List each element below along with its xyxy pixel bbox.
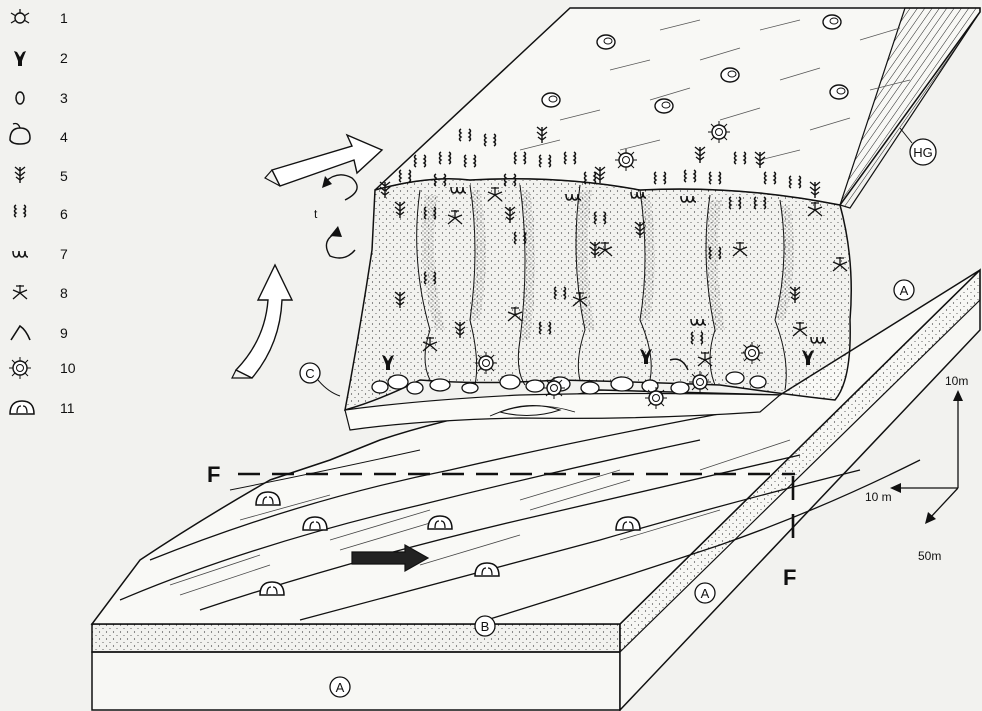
label-a-right: A <box>894 280 914 300</box>
coral-cup-icon <box>14 51 26 66</box>
svg-text:A: A <box>701 586 710 601</box>
legend-num-8: 8 <box>60 285 68 301</box>
legend-num-10: 10 <box>60 360 76 376</box>
arrow-mark: t <box>314 207 318 221</box>
encrusting-worm-icon <box>13 251 28 257</box>
svg-text:A: A <box>900 283 909 298</box>
crinoid-icon <box>13 285 27 299</box>
legend-num-4: 4 <box>60 129 68 145</box>
hg-label: HG <box>900 128 936 165</box>
hook-icon <box>11 326 30 340</box>
svg-text:A: A <box>336 680 345 695</box>
label-c: C <box>300 363 340 396</box>
label-a-front: A <box>330 677 350 697</box>
legend-num-3: 3 <box>60 90 68 106</box>
legend-num-9: 9 <box>60 325 68 341</box>
echinoid-icon <box>9 357 31 379</box>
legend-num-7: 7 <box>60 246 68 262</box>
svg-text:C: C <box>305 366 314 381</box>
scale-vertical: 10m <box>945 374 968 388</box>
svg-text:B: B <box>481 619 490 634</box>
legend-num-5: 5 <box>60 168 68 184</box>
label-b: B <box>475 616 495 636</box>
oval-shell-icon <box>16 92 24 104</box>
label-a-floor: A <box>695 583 715 603</box>
legend-num-2: 2 <box>60 50 68 66</box>
bivalve-icon <box>10 124 30 145</box>
scale-horizontal: 10 m <box>865 490 892 504</box>
svg-text:HG: HG <box>913 145 933 160</box>
legend: 1 2 3 4 5 6 7 8 9 10 11 <box>9 9 76 416</box>
sponge-icon <box>11 9 29 23</box>
cliff-face <box>345 179 851 410</box>
branching-coral-icon <box>15 167 25 183</box>
scale-depth: 50m <box>918 549 941 563</box>
legend-num-11: 11 <box>60 400 75 416</box>
brachiopod-icon <box>10 401 34 414</box>
legend-num-6: 6 <box>60 206 68 222</box>
section-label-f-right: F <box>783 565 796 590</box>
legend-num-1: 1 <box>60 10 68 26</box>
serpulid-tube-icon <box>15 205 26 217</box>
section-label-f-left: F <box>207 462 220 487</box>
